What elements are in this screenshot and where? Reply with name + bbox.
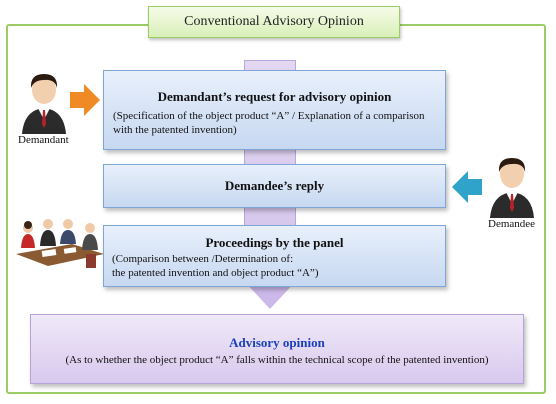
diagram-title: Conventional Advisory Opinion: [148, 6, 400, 38]
diagram-title-text: Conventional Advisory Opinion: [184, 14, 364, 29]
advisory-opinion-detail: (As to whether the object product “A” fa…: [65, 354, 489, 366]
demandee-label: Demandee: [488, 218, 536, 230]
proceedings-heading: Proceedings by the panel: [205, 235, 344, 250]
panel-proceedings-box: Proceedings by the panel (Comparison bet…: [103, 225, 446, 287]
proceedings-detail-line2: the patented invention and object produc…: [112, 267, 319, 279]
demandant-person-icon: [22, 74, 66, 134]
advisory-opinion-heading: Advisory opinion: [229, 335, 325, 350]
reply-heading: Demandee’s reply: [224, 178, 325, 193]
right-arrow-icon: [70, 84, 100, 116]
request-detail-line2: with the patented invention): [113, 124, 237, 136]
demandant-request-box: Demandant’s request for advisory opinion…: [103, 70, 446, 150]
advisory-opinion-box: Advisory opinion (As to whether the obje…: [30, 314, 524, 384]
demandant-label: Demandant: [18, 134, 69, 146]
demandee-person-icon: [490, 158, 534, 218]
left-arrow-icon: [452, 171, 482, 203]
proceedings-detail-line1: (Comparison between /Determination of:: [112, 253, 294, 265]
demandee-reply-box: Demandee’s reply: [103, 164, 446, 208]
request-heading: Demandant’s request for advisory opinion: [157, 89, 392, 104]
panel-meeting-icon: [16, 219, 104, 268]
request-detail-line1: (Specification of the object product “A”…: [113, 110, 425, 122]
